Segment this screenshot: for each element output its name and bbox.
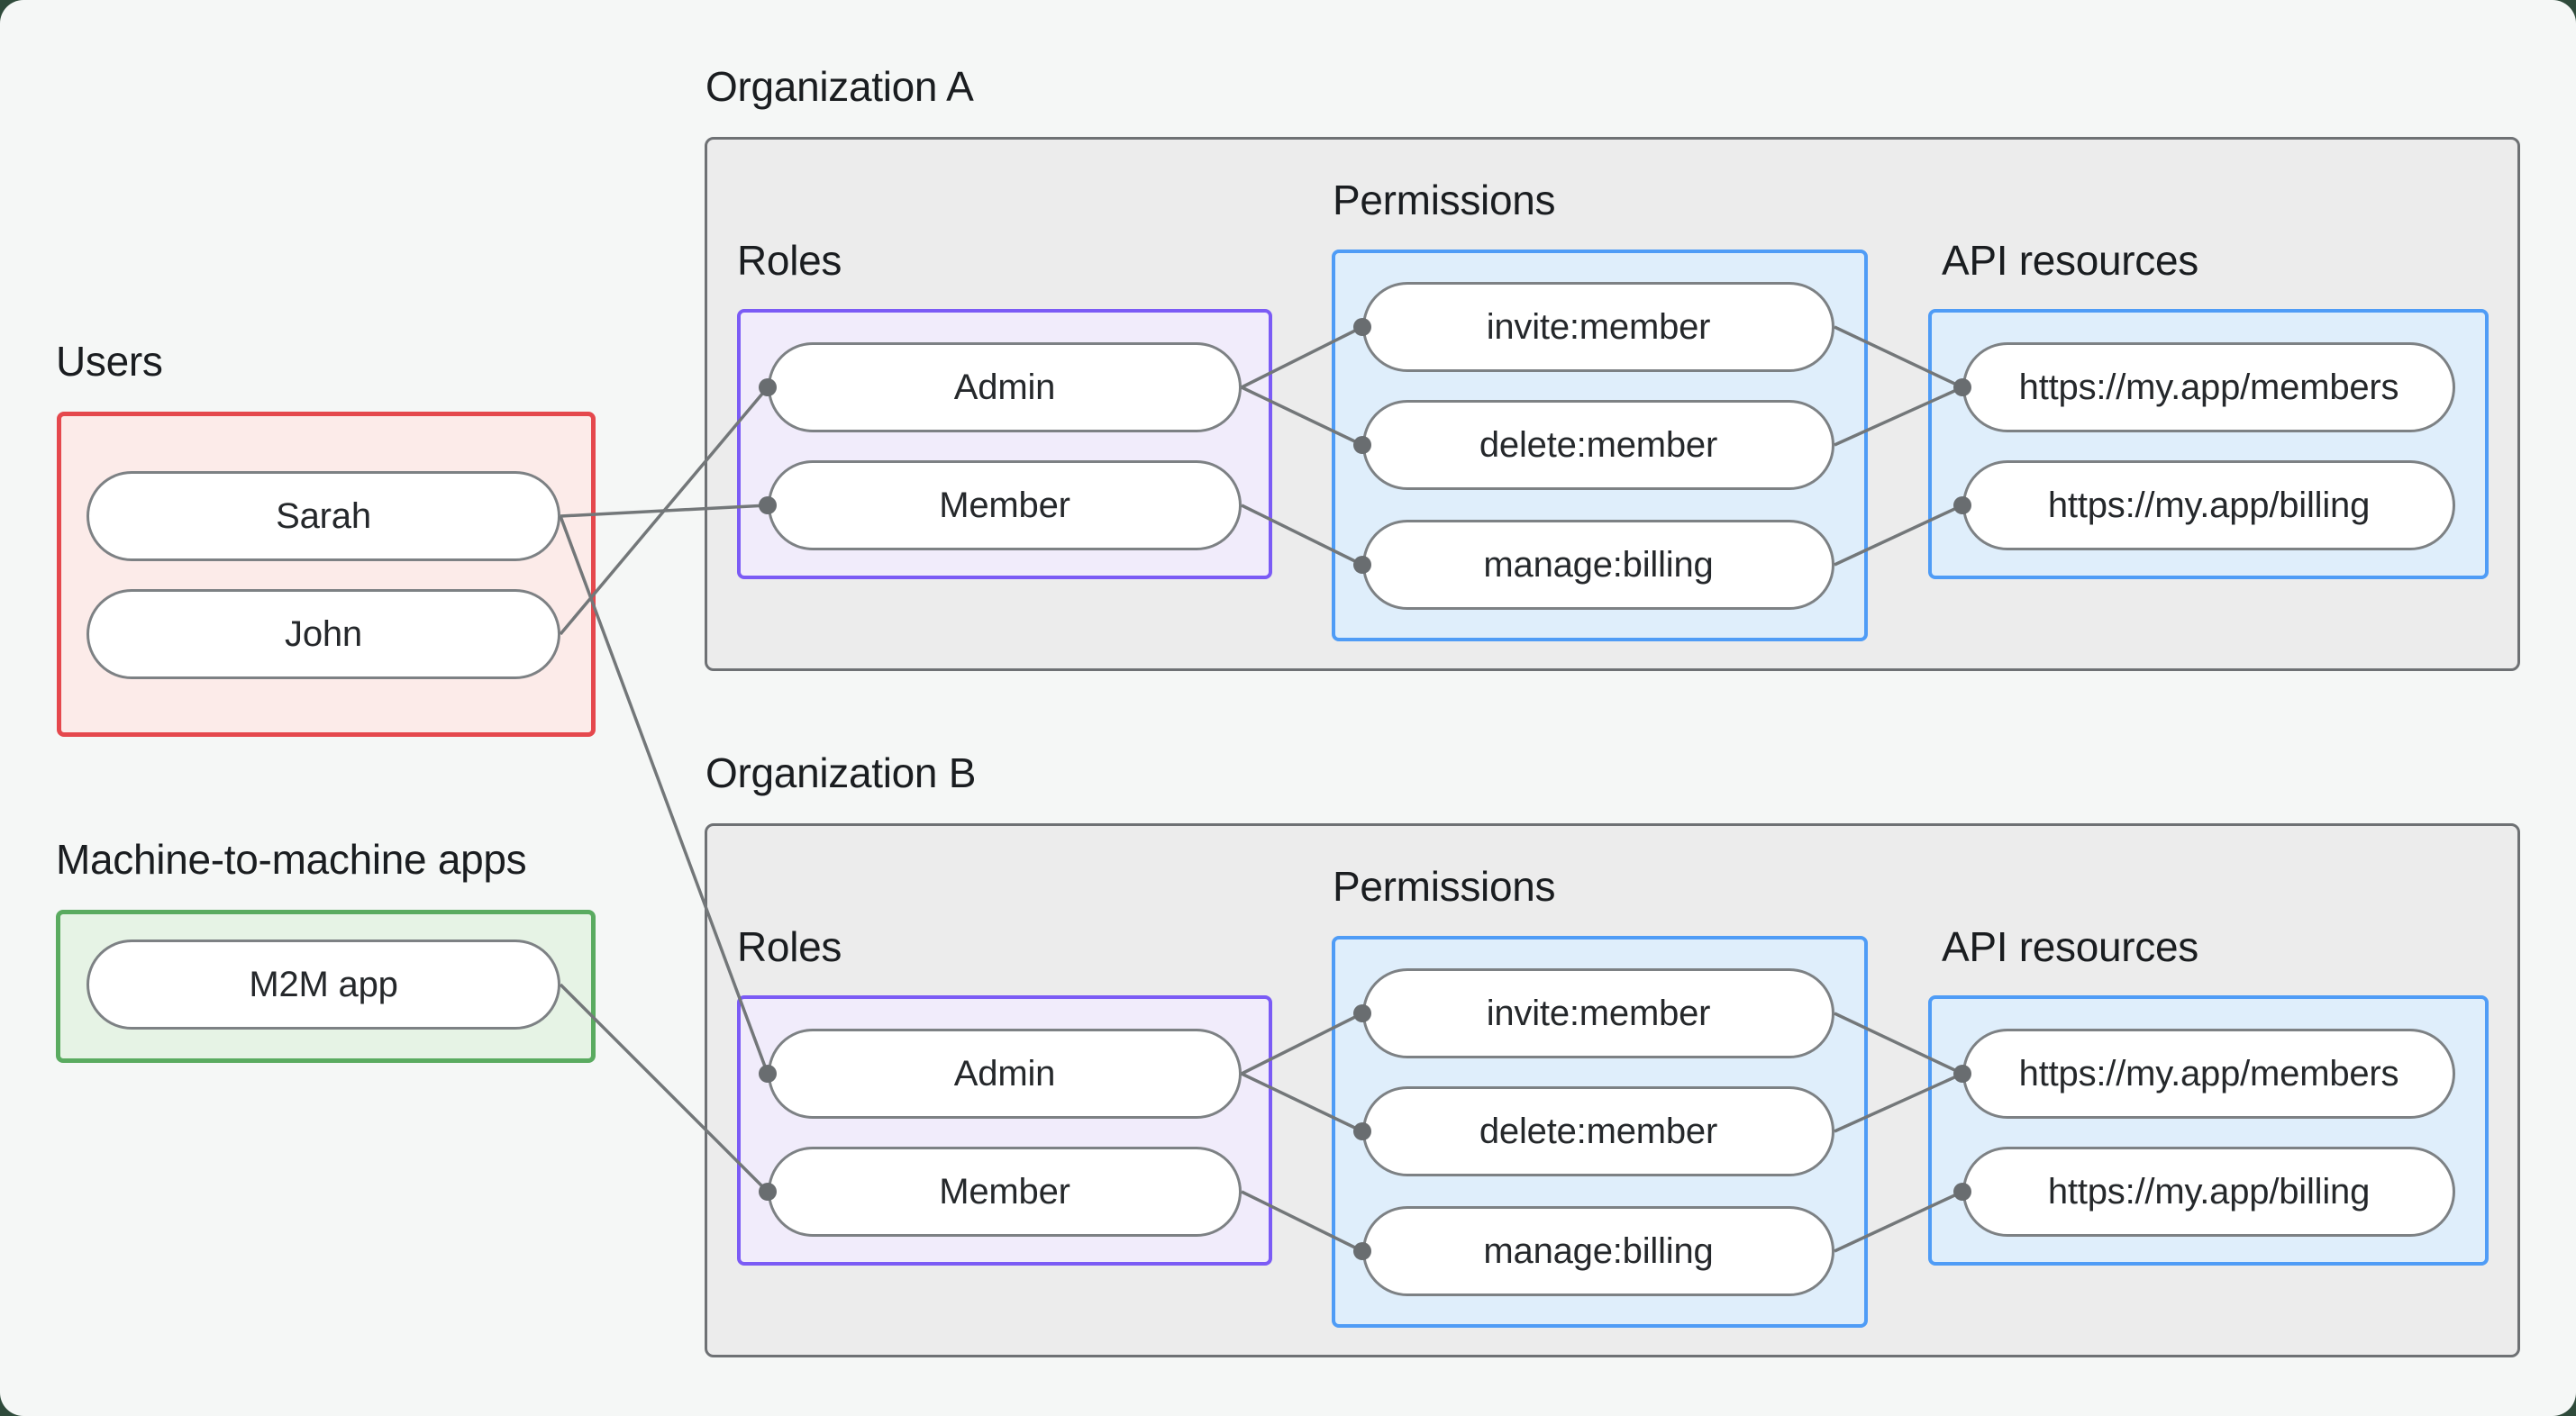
m2m-group-label: Machine-to-machine apps [56, 836, 527, 883]
org-a-role-member: Member [768, 460, 1242, 550]
org-b-role-member: Member [768, 1147, 1242, 1237]
org-a-title: Organization A [705, 63, 974, 110]
org-a-permission-invite-member: invite:member [1362, 282, 1834, 372]
org-a-permission-manage-billing: manage:billing [1362, 520, 1834, 610]
org-b-permission-delete-member: delete:member [1362, 1086, 1834, 1176]
org-b-api-billing: https://my.app/billing [1962, 1147, 2455, 1237]
org-b-permission-invite-member: invite:member [1362, 968, 1834, 1058]
org-a-api-label: API resources [1942, 237, 2198, 284]
org-b-permission-manage-billing: manage:billing [1362, 1206, 1834, 1296]
org-a-roles-label: Roles [737, 237, 842, 284]
org-b-api-label: API resources [1942, 923, 2198, 970]
users-group-label: Users [56, 338, 163, 385]
org-b-permissions-label: Permissions [1333, 863, 1556, 910]
org-a-permissions-label: Permissions [1333, 177, 1556, 223]
org-b-roles-label: Roles [737, 923, 842, 970]
org-a-permission-delete-member: delete:member [1362, 400, 1834, 490]
org-b-api-members: https://my.app/members [1962, 1029, 2455, 1119]
org-a-api-members: https://my.app/members [1962, 342, 2455, 432]
org-b-role-admin: Admin [768, 1029, 1242, 1119]
m2m-node-app: M2M app [86, 939, 560, 1030]
users-group-box [57, 412, 596, 737]
org-a-api-billing: https://my.app/billing [1962, 460, 2455, 550]
user-node-john: John [86, 589, 560, 679]
user-node-sarah: Sarah [86, 471, 560, 561]
org-b-title: Organization B [705, 749, 977, 796]
org-a-role-admin: Admin [768, 342, 1242, 432]
